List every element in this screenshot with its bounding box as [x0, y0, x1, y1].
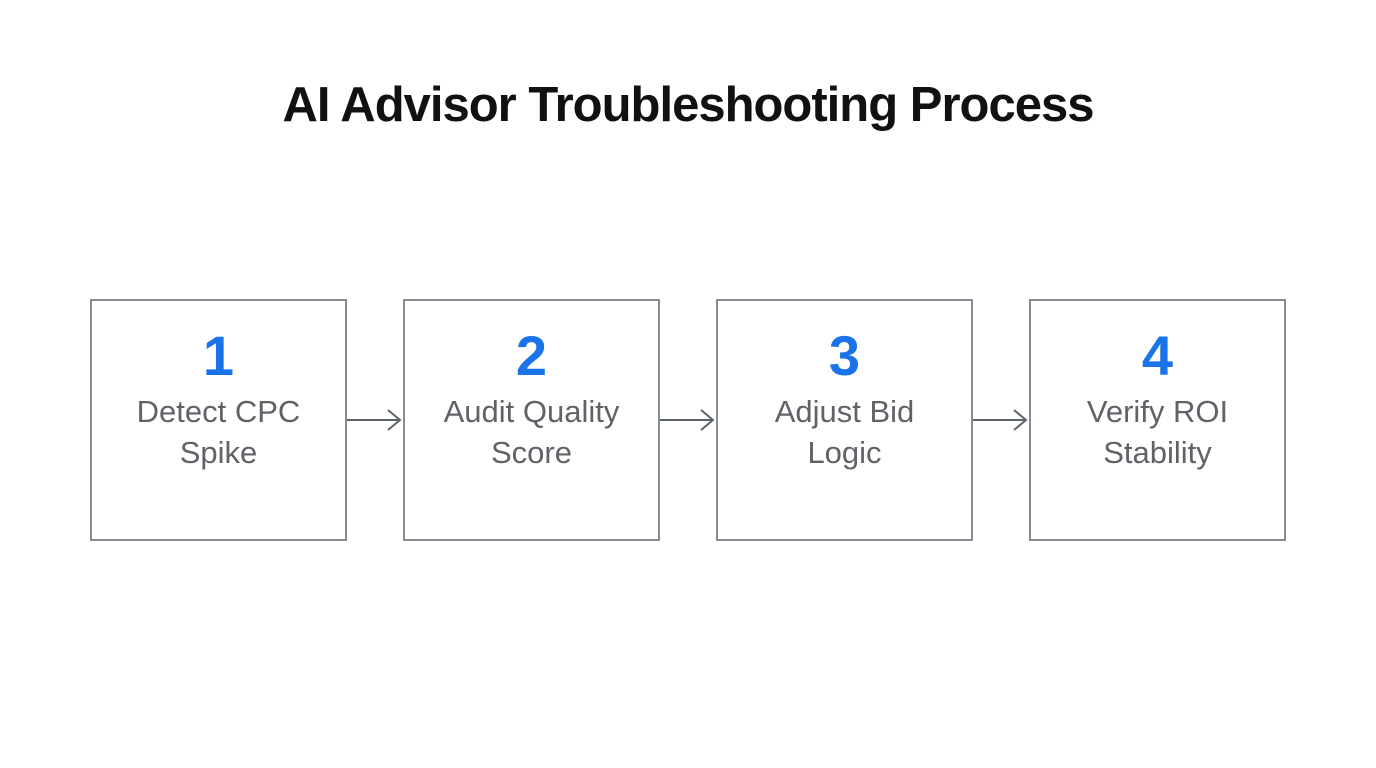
step-number: 2 [515, 324, 548, 387]
process-step-card: 4 Verify ROI Stability [1029, 299, 1286, 541]
process-step-card: 1 Detect CPC Spike [90, 299, 347, 541]
step-label: Audit Quality Score [443, 393, 620, 470]
step-number: 1 [202, 324, 235, 387]
arrow-right-icon [973, 409, 1028, 431]
process-flow: 1 Detect CPC Spike 2 Audit Quality Score… [90, 299, 1286, 541]
step-number: 3 [828, 324, 861, 387]
process-step-card: 3 Adjust Bid Logic [716, 299, 973, 541]
process-step-card: 2 Audit Quality Score [403, 299, 660, 541]
step-label: Adjust Bid Logic [774, 393, 915, 470]
page-title: AI Advisor Troubleshooting Process [282, 78, 1095, 132]
arrow-right-icon [347, 409, 402, 431]
step-number: 4 [1141, 324, 1174, 387]
step-label: Detect CPC Spike [136, 393, 301, 470]
step-label: Verify ROI Stability [1086, 393, 1229, 470]
arrow-right-icon [660, 409, 715, 431]
